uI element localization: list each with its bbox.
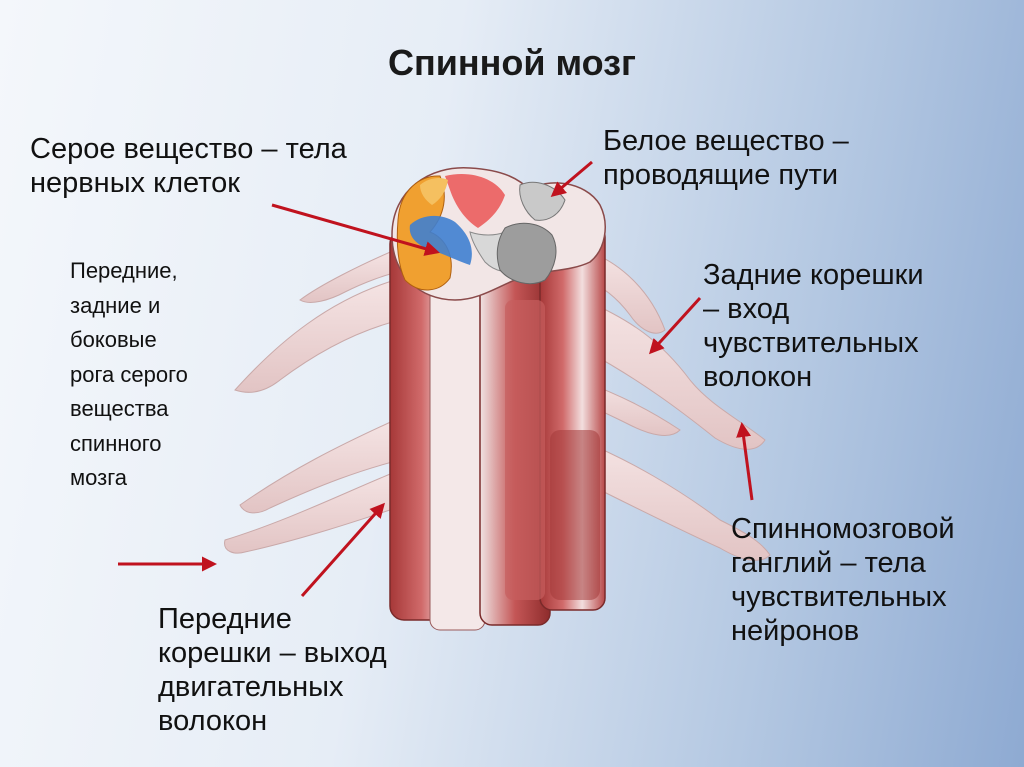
label-grey-matter: Серое вещество – тела нервных клеток [30,132,347,200]
label-line: нейронов [731,615,860,647]
arrow-white-matter [550,160,593,197]
label-line: корешки – выход [158,637,387,669]
label-ventral-roots: Передние корешки – выход двигательных во… [158,602,387,738]
label-line: Серое вещество – тела [30,133,347,165]
label-line: Задние корешки [703,259,924,291]
cross-section [391,167,606,301]
label-ganglion: Спинномозговой ганглий – тела чувствител… [731,512,955,648]
label-line: чувствительных [731,581,947,613]
label-line: боковые [70,327,157,352]
label-white-matter: Белое вещество – проводящие пути [603,124,849,192]
label-line: Белое вещество – [603,125,849,157]
arrow-grey-matter [271,203,440,256]
label-line: Передние [158,603,292,635]
label-line: – вход [703,293,790,325]
label-line: мозга [70,465,127,490]
label-line: Спинномозговой [731,513,955,545]
label-line: волокон [158,705,268,737]
label-line: спинного [70,430,162,456]
arrow-ganglion [736,422,754,501]
label-line: двигательных [158,671,344,703]
label-line: чувствительных [703,327,919,359]
left-nerve-roots [224,249,406,554]
arrow-ventral-roots [300,502,385,597]
label-line: проводящие пути [603,159,839,191]
label-line: нервных клеток [30,167,240,199]
arrow-dorsal-roots [648,296,702,355]
page-title: Спинной мозг [387,42,637,83]
pointer-arrows [118,160,754,597]
label-line: ганглий – тела [731,547,926,579]
label-line: волокон [703,361,813,393]
label-line: задние и [70,292,161,318]
label-line: рога серого [70,361,188,387]
label-line: вещества [70,396,169,421]
label-horns: Передние, задние и боковые рога серого в… [70,254,188,496]
label-line: Передние, [70,258,178,283]
label-dorsal-roots: Задние корешки – вход чувствительных вол… [703,258,924,394]
spinal-columns [389,224,606,631]
